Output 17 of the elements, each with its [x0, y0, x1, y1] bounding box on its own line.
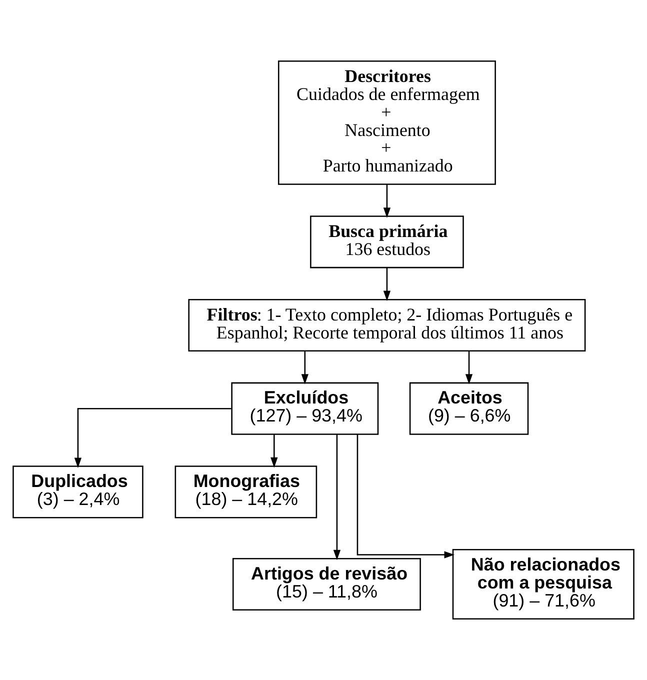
- arrow: [356, 434, 455, 558]
- node-box: Filtros: 1- Texto completo; 2- Idiomas Português e Espanhol; Recorte temporal dos últimos 11 anos: [188, 298, 586, 352]
- node-box: Busca primária 136 estudos: [310, 216, 464, 268]
- arrow: [333, 434, 341, 560]
- arrow: [383, 184, 391, 218]
- node-box: Aceitos (9) – 6,6%: [409, 382, 529, 435]
- arrow: [301, 351, 308, 384]
- node-box: Duplicados (3) – 2,4%: [12, 466, 144, 518]
- node-box: Monografias (18) – 14,2%: [174, 466, 318, 518]
- node-box: Não relacionados com a pesquisa (91) – 71,6%: [452, 549, 634, 620]
- arrow: [74, 408, 232, 468]
- node-box: Descritores Cuidados de enfermagem + Nascimento + Parto humanizado: [278, 60, 496, 185]
- node-box: Artigos de revisão (15) – 11,8%: [232, 558, 421, 611]
- arrow: [383, 268, 391, 302]
- arrow: [270, 434, 278, 468]
- arrow: [465, 351, 473, 384]
- node-box: Excluídos (127) – 93,4%: [231, 382, 379, 435]
